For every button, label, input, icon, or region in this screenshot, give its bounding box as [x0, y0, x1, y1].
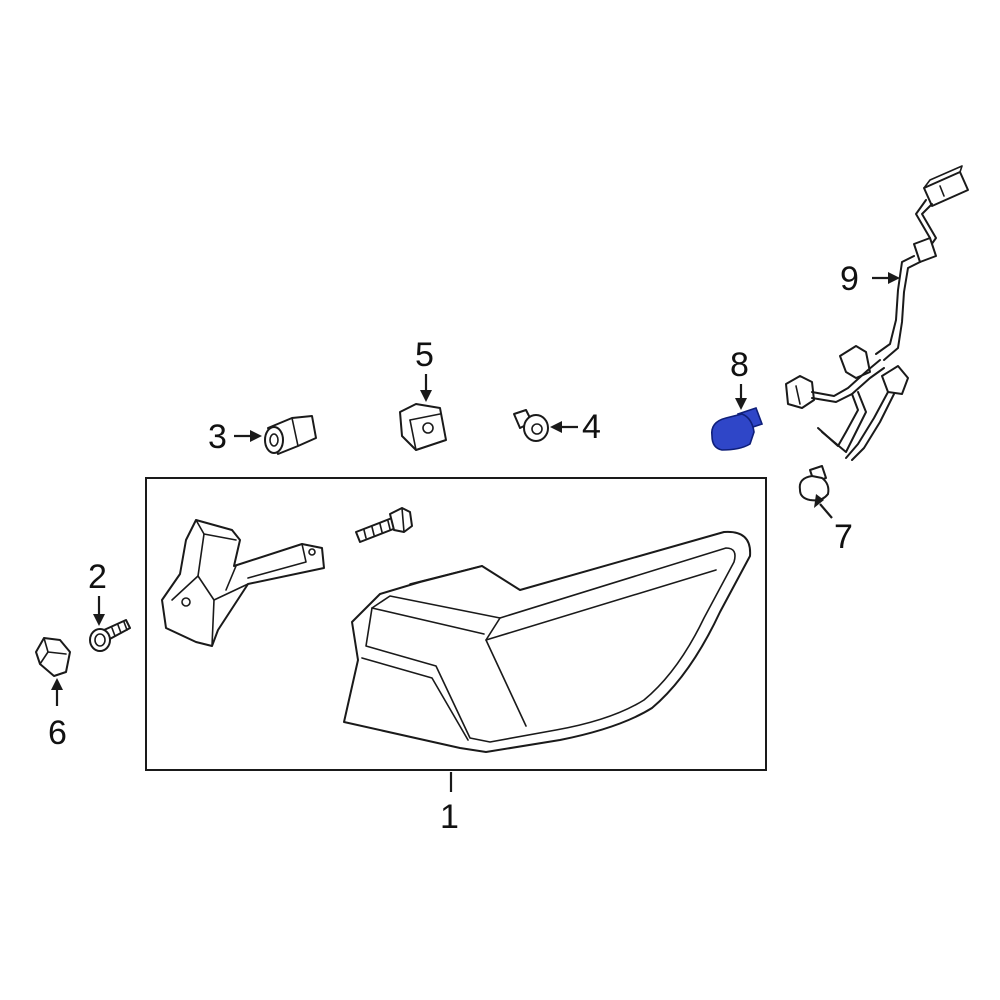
callout-1[interactable]: 1 [440, 772, 459, 836]
part-5-nut-clip[interactable] [399, 403, 447, 451]
callout-5-label: 5 [415, 336, 434, 374]
mounting-bracket[interactable] [161, 519, 325, 647]
callout-1-label: 1 [440, 798, 459, 836]
callout-2[interactable]: 2 [88, 558, 107, 626]
callout-3[interactable]: 3 [208, 418, 262, 456]
callout-8-label: 8 [730, 346, 749, 384]
part-6-clip[interactable] [35, 637, 71, 677]
callout-7[interactable]: 7 [814, 494, 853, 556]
callout-6[interactable]: 6 [48, 678, 67, 752]
bolt-inner[interactable] [355, 507, 413, 543]
callout-3-label: 3 [208, 418, 227, 456]
part-8-bulb[interactable] [710, 406, 764, 451]
callout-4[interactable]: 4 [550, 408, 601, 446]
part-4-rivet[interactable] [513, 409, 549, 442]
callout-8[interactable]: 8 [730, 346, 749, 410]
part-3-push-clip[interactable] [264, 415, 317, 455]
part-2-bolt[interactable] [89, 619, 131, 652]
callout-9[interactable]: 9 [840, 260, 900, 298]
callout-6-label: 6 [48, 714, 67, 752]
callout-2-label: 2 [88, 558, 107, 596]
part-7-bulb[interactable] [798, 465, 830, 502]
callout-7-label: 7 [834, 518, 853, 556]
part-9-wiring-harness[interactable] [785, 165, 969, 461]
callout-4-label: 4 [582, 408, 601, 446]
callout-5[interactable]: 5 [415, 336, 434, 402]
callout-9-label: 9 [840, 260, 859, 298]
tail-lamp-housing[interactable] [343, 530, 752, 753]
assembly-box [145, 477, 767, 771]
tail-lamp-assembly-group [145, 477, 767, 771]
